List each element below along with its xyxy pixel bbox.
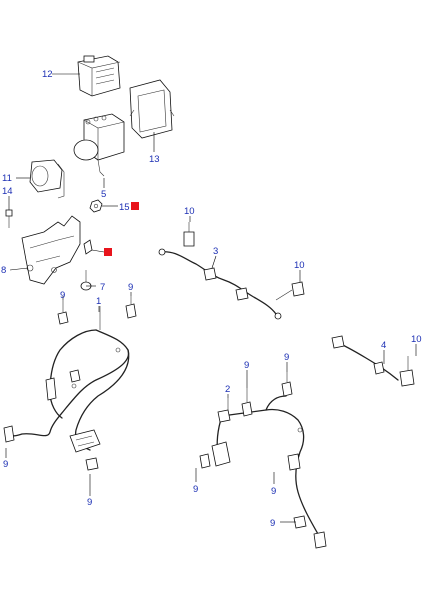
callout-numbers: 12 13 11 5 14 15 8 7 10 3 10 9 1 9 9 9 9… [1, 69, 422, 529]
red-marker-15 [131, 202, 139, 210]
callout-9-g[interactable]: 9 [193, 484, 198, 495]
grommet-7 [80, 270, 92, 291]
callout-4[interactable]: 4 [381, 340, 386, 351]
callout-15[interactable]: 15 [119, 202, 130, 213]
front-harness-1 [3, 296, 137, 471]
callout-9-i[interactable]: 9 [270, 518, 275, 529]
callout-9-a[interactable]: 9 [60, 290, 65, 301]
callout-14[interactable]: 14 [2, 186, 13, 197]
mounting-bracket [21, 215, 93, 285]
rear-harness-2 [199, 372, 327, 549]
callout-9-e[interactable]: 9 [244, 360, 249, 371]
callout-9-h[interactable]: 9 [271, 486, 276, 497]
callout-2[interactable]: 2 [225, 384, 230, 395]
callout-9-b[interactable]: 9 [128, 282, 133, 293]
callout-7[interactable]: 7 [100, 282, 105, 293]
callout-12[interactable]: 12 [42, 69, 53, 80]
callout-11[interactable]: 11 [2, 173, 12, 184]
callout-10-mid[interactable]: 10 [294, 260, 305, 271]
callout-5[interactable]: 5 [101, 189, 106, 200]
nut-15 [89, 199, 103, 213]
hydraulic-unit [73, 113, 125, 177]
bolt-14 [5, 209, 13, 228]
ecu-bracket [129, 79, 175, 139]
sensor-harness-3 [158, 222, 305, 320]
red-marker-bracket [104, 248, 112, 256]
pump-motor [29, 159, 65, 199]
abs-control-module [77, 55, 121, 97]
callout-10-top[interactable]: 10 [184, 206, 195, 217]
sensor-harness-4 [331, 335, 415, 387]
callout-1[interactable]: 1 [96, 296, 101, 307]
callout-9-d[interactable]: 9 [87, 497, 92, 508]
callout-13[interactable]: 13 [149, 154, 160, 165]
callout-8[interactable]: 8 [1, 265, 6, 276]
callout-10-right[interactable]: 10 [411, 334, 422, 345]
callout-9-f[interactable]: 9 [284, 352, 289, 363]
callout-9-c[interactable]: 9 [3, 459, 8, 470]
leader-lines [5, 73, 417, 523]
callout-3[interactable]: 3 [213, 246, 218, 257]
